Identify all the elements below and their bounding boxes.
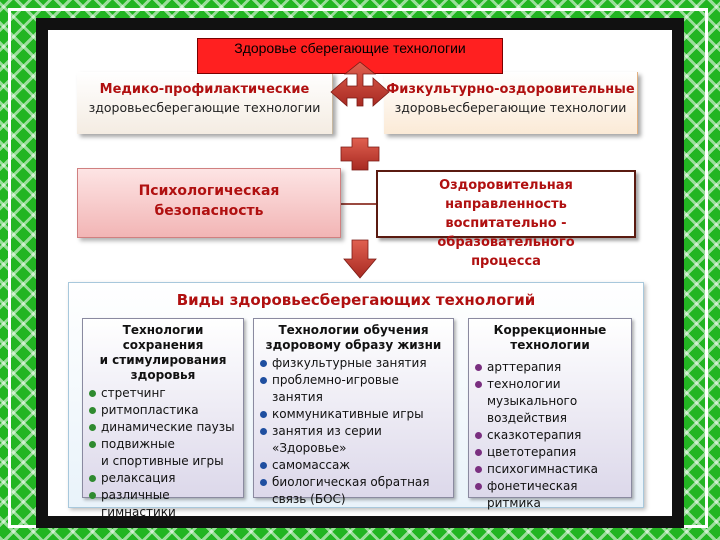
- health-orientation-line3: процесса: [471, 254, 541, 269]
- column-heading: Коррекционные технологии: [475, 323, 625, 353]
- column-list: физкультурные занятия проблемно-игровые …: [260, 355, 447, 508]
- bullet-icon: [89, 441, 96, 448]
- health-orientation-line2: воспитательно - образовательного: [437, 216, 575, 250]
- list-item: физкультурные занятия: [260, 355, 447, 372]
- column-list: стретчинг ритмопластика динамические пау…: [89, 385, 237, 521]
- column-list: арттерапия технологии музыкального возде…: [475, 359, 625, 512]
- list-item-text: физкультурные занятия: [272, 356, 427, 370]
- bullet-icon: [475, 449, 482, 456]
- bullet-icon: [260, 428, 267, 435]
- list-item-continued: связь (БОС): [260, 491, 447, 508]
- list-item-text: воздействия: [487, 411, 567, 425]
- list-item-text: арттерапия: [487, 360, 562, 374]
- list-item: стретчинг: [89, 385, 237, 402]
- list-item-text: стретчинг: [101, 386, 166, 400]
- bullet-icon: [260, 411, 267, 418]
- panel-title: Виды здоровьесберегающих технологий: [176, 291, 536, 309]
- column-health-preservation: Технологии сохранения и стимулирования з…: [82, 318, 244, 519]
- column-heading-line: здоровому образу жизни: [265, 338, 442, 352]
- bullet-icon: [89, 492, 96, 499]
- list-item: динамические паузы: [89, 419, 237, 436]
- bullet-icon: [475, 466, 482, 473]
- bullet-icon: [260, 360, 267, 367]
- health-orientation-card: Оздоровительная направленность воспитате…: [376, 170, 636, 269]
- psych-safety-card: Психологическая безопасность: [77, 168, 341, 238]
- bullet-icon: [89, 407, 96, 414]
- bullet-icon: [260, 479, 267, 486]
- physical-card-title: Физкультурно-оздоровительные: [386, 82, 635, 97]
- health-orientation-line1: Оздоровительная направленность: [439, 178, 573, 212]
- connector-line: [341, 203, 376, 205]
- plus-icon: [340, 137, 380, 171]
- list-item-text: ритмопластика: [101, 403, 199, 417]
- list-item: различные гимнастики: [89, 487, 237, 521]
- list-item-text: психогимнастика: [487, 462, 599, 476]
- bullet-icon: [89, 390, 96, 397]
- bullet-icon: [260, 462, 267, 469]
- list-item: технологии: [475, 376, 625, 393]
- list-item-text: биологическая обратная: [272, 475, 430, 489]
- bullet-icon: [475, 432, 482, 439]
- medical-card-subtitle: здоровьесберегающие технологии: [88, 100, 321, 115]
- column-heading-line: Коррекционные: [493, 323, 607, 337]
- list-item: самомассаж: [260, 457, 447, 474]
- psych-safety-line2: безопасность: [154, 203, 264, 219]
- double-arrow-icon: [330, 61, 390, 107]
- list-item-text: подвижные: [101, 437, 175, 451]
- list-item: биологическая обратная: [260, 474, 447, 491]
- list-item-text: самомассаж: [272, 458, 351, 472]
- column-heading-line: Технологии сохранения: [122, 323, 204, 352]
- list-item-text: связь (БОС): [272, 492, 346, 506]
- bullet-icon: [260, 377, 267, 384]
- medical-card-title: Медико-профилактические: [99, 82, 310, 97]
- column-correction: Коррекционные технологии арттерапия техн…: [468, 318, 632, 510]
- list-item-text: релаксация: [101, 471, 176, 485]
- list-item-text: музыкального: [487, 394, 578, 408]
- list-item: проблемно-игровые: [260, 372, 447, 389]
- list-item: ритмопластика: [89, 402, 237, 419]
- column-heading: Технологии сохранения и стимулирования з…: [89, 323, 237, 383]
- bullet-icon: [475, 483, 482, 490]
- list-item: сказкотерапия: [475, 427, 625, 444]
- list-item-continued: музыкального: [475, 393, 625, 410]
- list-item: цветотерапия: [475, 444, 625, 461]
- list-item-text: проблемно-игровые: [272, 373, 399, 387]
- list-item: подвижные: [89, 436, 237, 453]
- list-item-text: динамические паузы: [101, 420, 235, 434]
- column-heading-line: здоровья: [130, 368, 196, 382]
- down-arrow-icon: [343, 239, 377, 279]
- list-item-text: коммуникативные игры: [272, 407, 424, 421]
- list-item-continued: и спортивные игры: [89, 453, 237, 470]
- list-item: арттерапия: [475, 359, 625, 376]
- medical-card: Медико-профилактические здоровьесберегаю…: [77, 72, 333, 134]
- list-item: релаксация: [89, 470, 237, 487]
- list-item-continued: воздействия: [475, 410, 625, 427]
- physical-card: Физкультурно-оздоровительные здоровьесбе…: [384, 72, 638, 134]
- list-item-text: различные гимнастики: [101, 488, 176, 519]
- list-item: занятия из серии «Здоровье»: [260, 423, 447, 457]
- list-item: коммуникативные игры: [260, 406, 447, 423]
- column-healthy-lifestyle: Технологии обучения здоровому образу жиз…: [253, 318, 454, 506]
- bullet-icon: [89, 424, 96, 431]
- bullet-icon: [475, 364, 482, 371]
- psych-safety-line1: Психологическая: [138, 183, 280, 199]
- physical-card-subtitle: здоровьесберегающие технологии: [394, 100, 627, 115]
- column-heading-line: технологии: [510, 338, 590, 352]
- list-item-continued: занятия: [260, 389, 447, 406]
- column-heading: Технологии обучения здоровому образу жиз…: [260, 323, 447, 353]
- column-heading-line: Технологии обучения: [278, 323, 429, 337]
- list-item: фонетическая ритмика: [475, 478, 625, 512]
- list-item-text: занятия из серии «Здоровье»: [272, 424, 382, 455]
- list-item-text: фонетическая ритмика: [487, 479, 578, 510]
- list-item-text: технологии: [487, 377, 561, 391]
- list-item: психогимнастика: [475, 461, 625, 478]
- list-item-text: сказкотерапия: [487, 428, 582, 442]
- list-item-text: цветотерапия: [487, 445, 577, 459]
- column-heading-line: и стимулирования: [99, 353, 227, 367]
- list-item-text: занятия: [272, 390, 323, 404]
- bullet-icon: [475, 381, 482, 388]
- list-item-text: и спортивные игры: [101, 454, 224, 468]
- bullet-icon: [89, 475, 96, 482]
